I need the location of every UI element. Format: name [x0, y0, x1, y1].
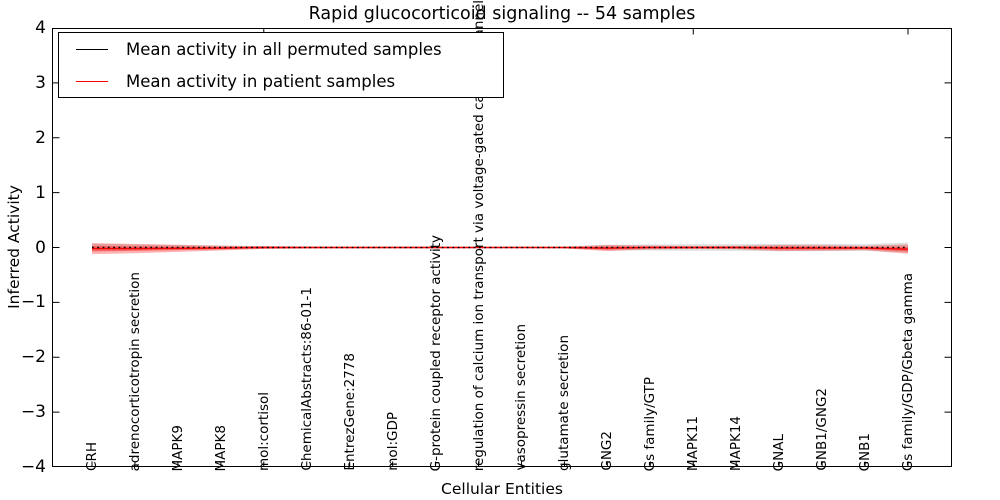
x-category-label: mol:cortisol	[255, 391, 272, 471]
x-category-label: adrenocorticotropin secretion	[126, 271, 143, 471]
x-category-label: MAPK11	[685, 415, 702, 471]
legend-box: Mean activity in all permuted samples Me…	[58, 32, 504, 98]
x-category-label: MAPK14	[728, 415, 745, 471]
y-tick-label: 1	[35, 182, 46, 203]
legend-item-patient: Mean activity in patient samples	[59, 65, 503, 97]
y-tick-label: −4	[20, 457, 46, 477]
x-axis-label: Cellular Entities	[441, 480, 563, 498]
x-category-label: EntrezGene:2778	[341, 353, 358, 471]
y-tick-label: 0	[35, 237, 46, 258]
x-category-label: GNG2	[599, 431, 616, 471]
y-tick-label: −3	[20, 402, 46, 423]
x-category-label: ChemicalAbstracts:86-01-1	[298, 287, 315, 471]
plot-area	[52, 28, 952, 467]
x-category-label: GNAL	[771, 433, 788, 471]
x-category-label: MAPK9	[169, 424, 186, 471]
x-category-label: G-protein coupled receptor activity	[427, 234, 444, 471]
y-tick-label: 3	[35, 72, 46, 93]
axes-frame	[52, 28, 952, 467]
x-category-label: Gs family/GTP	[642, 376, 659, 471]
x-category-label: MAPK8	[212, 424, 229, 471]
y-tick-label: −2	[20, 347, 46, 368]
legend-line-sample-black	[76, 48, 108, 50]
patient-std-band-outer	[92, 243, 908, 255]
x-category-label: GNB1	[857, 432, 874, 471]
x-category-label: Gs family/GDP/Gbeta gamma	[900, 272, 916, 471]
chart-title: Rapid glucocorticoid signaling -- 54 sam…	[308, 4, 696, 24]
x-category-label: glutamate secretion	[556, 335, 573, 471]
x-category-label: CRH	[84, 442, 100, 471]
legend-label-patient: Mean activity in patient samples	[126, 71, 396, 91]
x-category-label: mol:GDP	[384, 412, 401, 471]
y-tick-label: 4	[35, 18, 46, 38]
y-tick-label: −1	[20, 292, 46, 313]
y-tick-label: 2	[35, 127, 46, 148]
x-category-label: GNB1/GNG2	[814, 388, 831, 471]
legend-line-sample-red	[76, 80, 108, 82]
legend-label-permuted: Mean activity in all permuted samples	[126, 39, 442, 59]
legend-item-permuted: Mean activity in all permuted samples	[59, 33, 503, 65]
x-category-label: vasopressin secretion	[513, 324, 530, 471]
